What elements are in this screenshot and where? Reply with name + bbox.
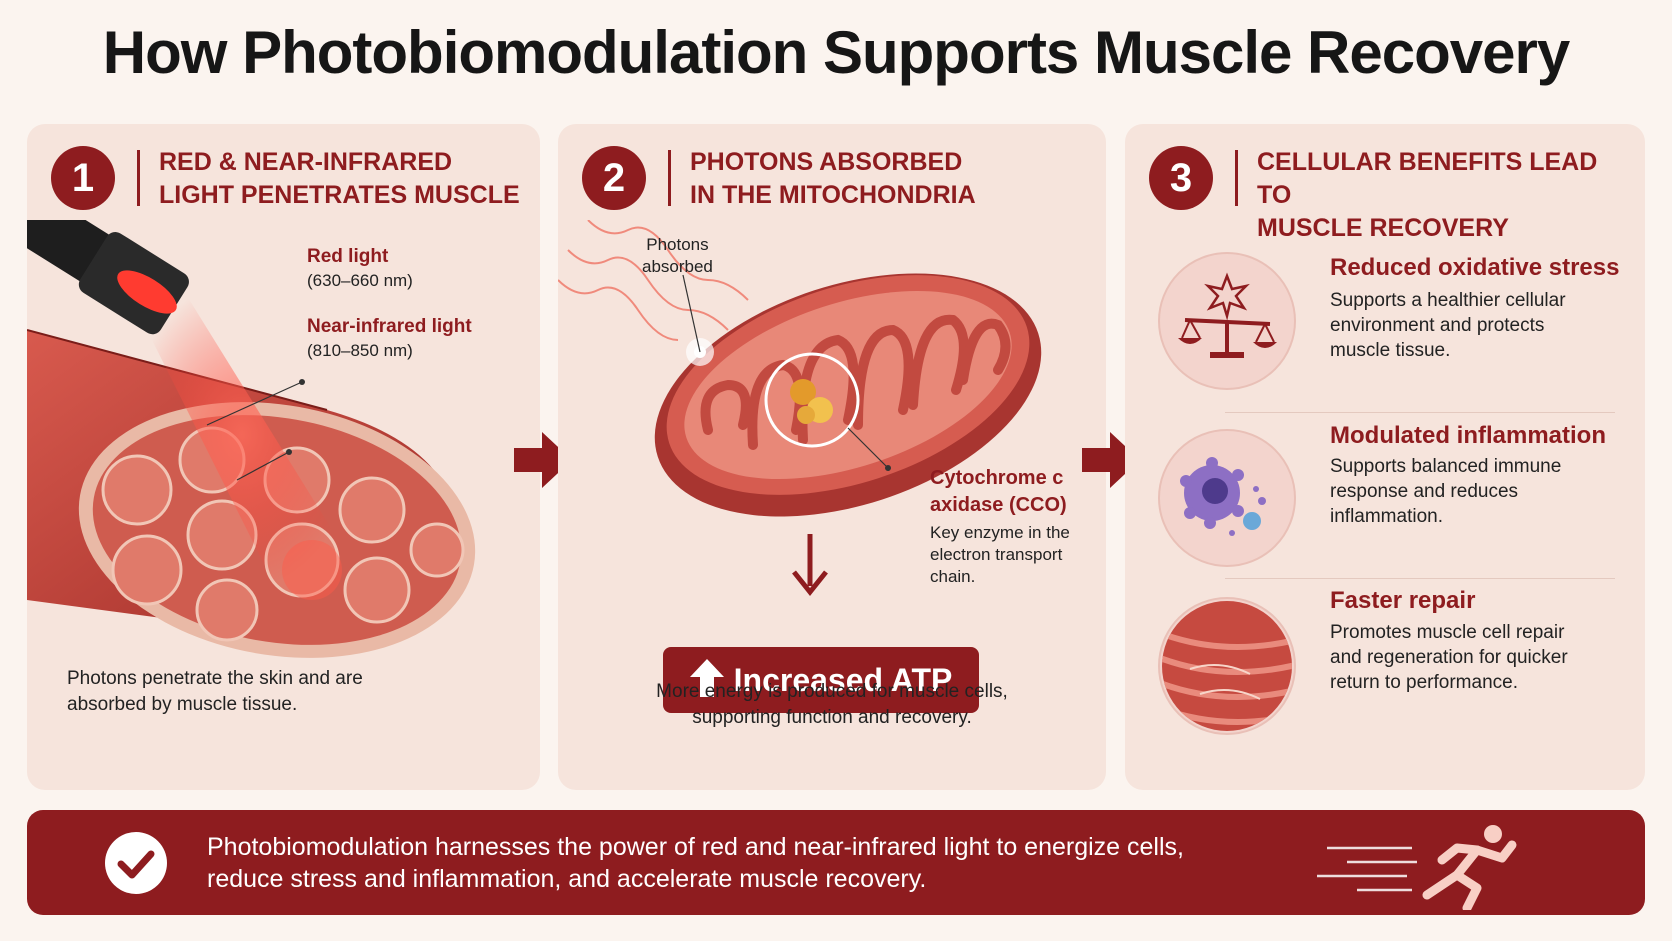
mitochondria-illustration: [558, 220, 1042, 517]
step-1-title: RED & NEAR-INFRARED LIGHT PENETRATES MUS…: [159, 148, 520, 209]
balance-scale-icon: [1158, 252, 1296, 390]
step-2-caption: More energy is produced for muscle cells…: [656, 681, 1008, 728]
benefit-divider: [1225, 578, 1615, 579]
muscle-fiber-icon: [1158, 597, 1296, 735]
cco-label: Cytochrome c axidase (CCO): [930, 467, 1067, 516]
arrow-down-icon: [792, 534, 828, 597]
cco-description: Key enzyme in the electron transport cha…: [930, 523, 1070, 586]
benefit-2-title: Modulated inflammation: [1330, 422, 1606, 449]
immune-cell-icon: [1158, 429, 1296, 567]
benefit-2-description: Supports balanced immune response and re…: [1330, 456, 1562, 527]
arrow-right-icon: [514, 432, 572, 488]
step-1-divider: [137, 150, 140, 206]
check-icon: [105, 832, 167, 894]
step-1-caption: Photons penetrate the skin and are absor…: [67, 668, 363, 715]
step-3-title: CELLULAR BENEFITS LEAD TO MUSCLE RECOVER…: [1257, 148, 1598, 242]
step-1-panel: 1 RED & NEAR-INFRARED LIGHT PENETRATES M…: [27, 124, 540, 790]
benefit-1-description: Supports a healthier cellular environmen…: [1330, 290, 1566, 361]
red-light-label: Red light: [307, 246, 389, 267]
benefit-1-title: Reduced oxidative stress: [1330, 254, 1620, 281]
step-1-number: 1: [51, 146, 115, 210]
step-3-number: 3: [1149, 146, 1213, 210]
summary-text: Photobiomodulation harnesses the power o…: [207, 833, 1184, 893]
arrow-right-icon: [1082, 432, 1140, 488]
summary-banner: Photobiomodulation harnesses the power o…: [27, 810, 1645, 915]
runner-icon: [1317, 825, 1517, 910]
nir-light-label: Near-infrared light: [307, 316, 472, 337]
enzyme-icon: [790, 379, 833, 424]
muscle-illustration: [27, 220, 476, 658]
benefit-3-description: Promotes muscle cell repair and regenera…: [1330, 622, 1568, 693]
arrow-up-icon: [689, 659, 724, 697]
step-3-panel: 3 CELLULAR BENEFITS LEAD TO MUSCLE RECOV…: [1125, 124, 1645, 790]
step-3-divider: [1235, 150, 1238, 206]
benefit-divider: [1225, 412, 1615, 413]
step-2-title: PHOTONS ABSORBED IN THE MITOCHONDRIA: [690, 148, 976, 209]
step-2-divider: [668, 150, 671, 206]
atp-label: Increased ATP: [733, 662, 953, 698]
page-title: How Photobiomodulation Supports Muscle R…: [102, 19, 1570, 86]
photons-absorbed-label: Photons absorbed: [642, 235, 713, 276]
step-2-number: 2: [582, 146, 646, 210]
increased-atp-badge: Increased ATP: [663, 647, 979, 713]
red-light-range: (630–660 nm): [307, 271, 413, 290]
step-2-panel: 2 PHOTONS ABSORBED IN THE MITOCHONDRIA: [558, 124, 1106, 790]
nir-light-range: (810–850 nm): [307, 341, 413, 360]
benefit-3-title: Faster repair: [1330, 587, 1476, 614]
